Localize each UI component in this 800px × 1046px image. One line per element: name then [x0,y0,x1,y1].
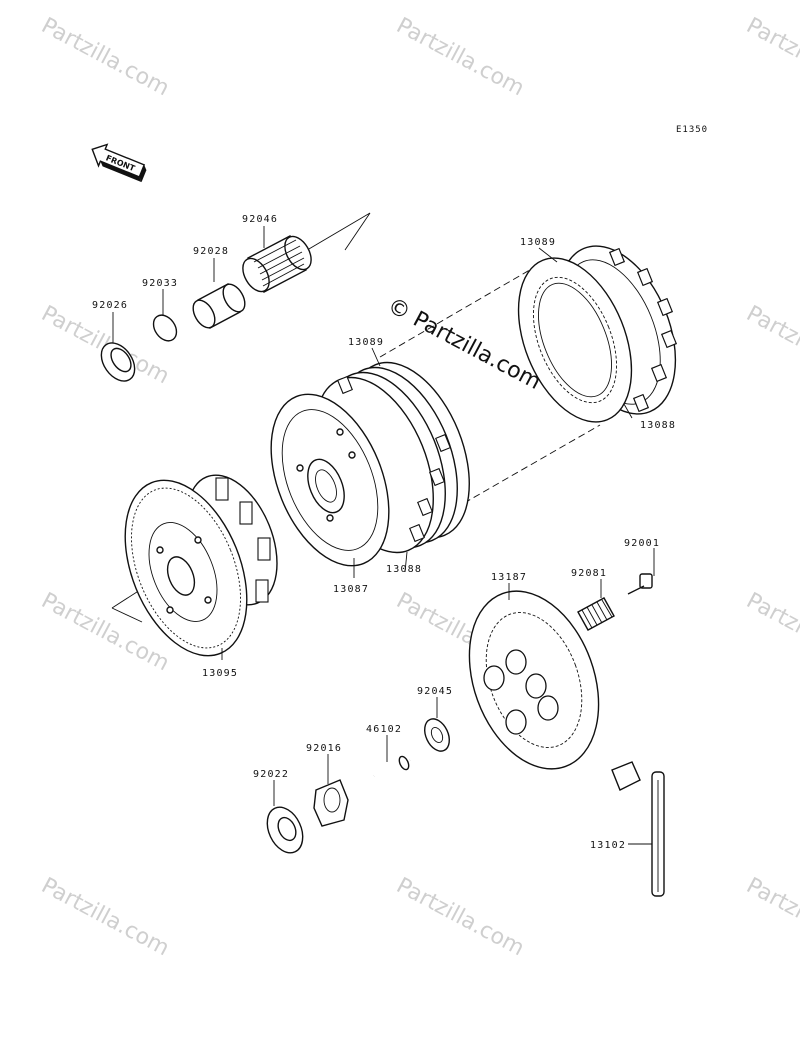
clutch-hub-13087 [270,393,390,567]
steel-plate-13089-b [517,257,633,423]
part-label-13089-a[interactable]: 13089 [348,337,384,348]
watermark-tile: Partzilla.com [742,301,800,389]
circlip-92033 [152,314,178,342]
diagram-code: E1350 [676,125,708,135]
release-shaft-13102 [611,761,665,897]
watermark-tile: Partzilla.com [742,13,800,101]
push-rod-46102 [373,755,411,778]
part-label-92001[interactable]: 92001 [624,538,660,549]
part-label-92046[interactable]: 92046 [242,214,278,225]
nut-92016 [313,779,349,827]
part-label-13087[interactable]: 13087 [333,584,369,595]
part-label-13187[interactable]: 13187 [491,572,527,583]
washer-92022 [266,806,304,854]
part-label-13089-b[interactable]: 13089 [520,237,556,248]
bolt-92001 [627,573,653,595]
front-arrow-icon: FRONT [91,143,147,183]
part-label-13102[interactable]: 13102 [590,840,626,851]
part-label-92026[interactable]: 92026 [92,300,128,311]
part-label-92028[interactable]: 92028 [193,246,229,257]
ball-bearing-92045 [424,718,450,752]
pressure-plate-13187 [468,590,600,770]
part-label-92022[interactable]: 92022 [253,769,289,780]
part-label-92016[interactable]: 92016 [306,743,342,754]
needle-bearing-92046 [242,235,312,293]
watermark-tile: Partzilla.com [742,588,800,676]
watermark-tile: Partzilla.com [392,873,528,961]
part-label-46102[interactable]: 46102 [366,724,402,735]
part-label-92045[interactable]: 92045 [417,686,453,697]
leader-lines [112,226,655,845]
washer-92026 [100,342,136,382]
watermark-tile: Partzilla.com [37,13,173,101]
part-label-13088-a[interactable]: 13088 [386,564,422,575]
watermark-tile: Partzilla.com [37,873,173,961]
collar-92028 [192,283,246,329]
part-label-13095[interactable]: 13095 [202,668,238,679]
spring-92081 [577,597,615,631]
part-label-92033[interactable]: 92033 [142,278,178,289]
part-label-92081[interactable]: 92081 [571,568,607,579]
watermark-tile: Partzilla.com [742,873,800,961]
part-label-13088-b[interactable]: 13088 [640,420,676,431]
assembly-lines [111,212,601,623]
watermark-tile: Partzilla.com [392,13,528,101]
part-labels: 92046 92028 92033 92026 13089 13089 1308… [92,214,676,851]
clutch-housing-13095 [124,474,278,657]
